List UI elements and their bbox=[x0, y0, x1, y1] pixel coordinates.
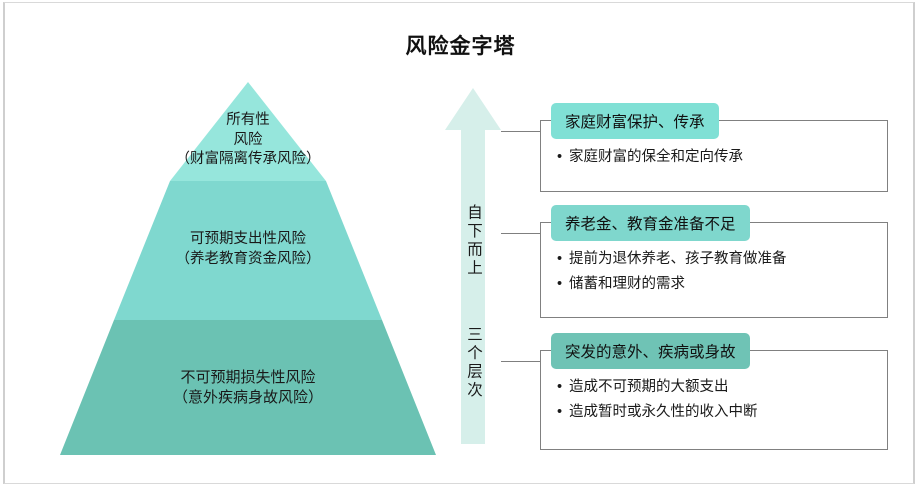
bullet-icon: • bbox=[557, 251, 563, 267]
info-box-wealth[interactable]: 家庭财富保护、传承 • 家庭财富的保全和定向传承 bbox=[540, 103, 888, 192]
bullet-text: 造成不可预期的大额支出 bbox=[569, 379, 729, 395]
info-box-wealth-header: 家庭财富保护、传承 bbox=[551, 103, 719, 139]
pyramid-tier-top[interactable] bbox=[170, 82, 326, 181]
connector-line-2 bbox=[501, 233, 541, 234]
info-box-wealth-body: • 家庭财富的保全和定向传承 bbox=[541, 147, 887, 172]
bullet-text: 家庭财富的保全和定向传承 bbox=[569, 149, 743, 165]
bullet-icon: • bbox=[557, 403, 563, 420]
pyramid-tier-middle[interactable] bbox=[114, 181, 382, 320]
info-box-pension-header: 养老金、教育金准备不足 bbox=[551, 205, 750, 241]
page-title: 风险金字塔 bbox=[405, 35, 516, 58]
pyramid-shape bbox=[60, 82, 436, 455]
upward-arrow bbox=[445, 88, 501, 444]
risk-pyramid: 所有性 风险 （财富隔离传承风险） 可预期支出性风险 （养老教育资金风险） 不可… bbox=[52, 78, 444, 460]
list-item: • 造成不可预期的大额支出 bbox=[557, 377, 871, 399]
connector-line-1 bbox=[501, 131, 541, 132]
list-item: • 储蓄和理财的需求 bbox=[557, 274, 871, 296]
arrow-icon bbox=[445, 88, 501, 444]
list-item: • 提前为退休养老、孩子教育做准备 bbox=[557, 249, 871, 271]
bullet-icon: • bbox=[557, 149, 563, 165]
bullet-text: 储蓄和理财的需求 bbox=[569, 275, 685, 292]
arrow-label-bottom: 三个层次 bbox=[465, 326, 482, 400]
list-item: • 造成暂时或永久性的收入中断 bbox=[557, 402, 871, 424]
arrow-label-top: 自下而上 bbox=[465, 204, 482, 278]
info-box-accident-header: 突发的意外、疾病或身故 bbox=[551, 333, 750, 369]
bullet-icon: • bbox=[557, 275, 563, 292]
info-box-accident-body: • 造成不可预期的大额支出 • 造成暂时或永久性的收入中断 bbox=[541, 377, 887, 427]
bullet-text: 造成暂时或永久性的收入中断 bbox=[569, 403, 758, 420]
bullet-icon: • bbox=[557, 379, 563, 395]
pyramid-tier-bottom[interactable] bbox=[60, 320, 436, 455]
connector-line-3 bbox=[501, 361, 541, 362]
bullet-text: 提前为退休养老、孩子教育做准备 bbox=[569, 251, 787, 267]
info-box-pension-body: • 提前为退休养老、孩子教育做准备 • 储蓄和理财的需求 bbox=[541, 249, 887, 299]
info-box-accident[interactable]: 突发的意外、疾病或身故 • 造成不可预期的大额支出 • 造成暂时或永久性的收入中… bbox=[540, 333, 888, 450]
list-item: • 家庭财富的保全和定向传承 bbox=[557, 147, 871, 169]
info-box-pension[interactable]: 养老金、教育金准备不足 • 提前为退休养老、孩子教育做准备 • 储蓄和理财的需求 bbox=[540, 205, 888, 318]
